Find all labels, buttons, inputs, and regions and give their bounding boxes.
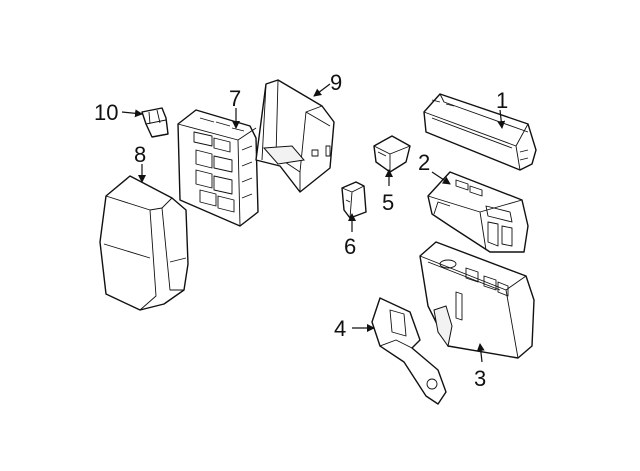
callout-3: 3: [474, 366, 486, 391]
part-8-cover: [99, 175, 189, 311]
part-3-box-base: [419, 241, 535, 359]
part-10-fuse: [141, 107, 169, 138]
part-4-mounting-bracket: [371, 297, 447, 405]
part-7-relay-block: [177, 109, 259, 227]
part-2-fuse-module: [427, 171, 529, 253]
callout-6: 6: [344, 234, 356, 259]
callout-8: 8: [134, 142, 146, 167]
part-9-bracket: [255, 79, 335, 193]
callout-9: 9: [330, 70, 342, 95]
callout-4: 4: [334, 316, 346, 341]
part-1-top-cover: [423, 93, 537, 171]
leader-9: [313, 83, 331, 97]
leader-1: [497, 109, 506, 129]
callout-1: 1: [496, 88, 508, 113]
leader-lines: [121, 83, 506, 363]
part-6-connector: [341, 181, 367, 219]
callout-7: 7: [229, 86, 241, 111]
callout-labels: 1 2 3 4 5 6 7 8 9 10: [94, 70, 508, 391]
callout-2: 2: [418, 150, 430, 175]
callout-10: 10: [94, 100, 118, 125]
leader-10: [121, 109, 143, 118]
leader-2: [431, 171, 451, 185]
leader-3: [476, 343, 485, 363]
part-5-relay: [373, 135, 411, 173]
callout-5: 5: [382, 190, 394, 215]
